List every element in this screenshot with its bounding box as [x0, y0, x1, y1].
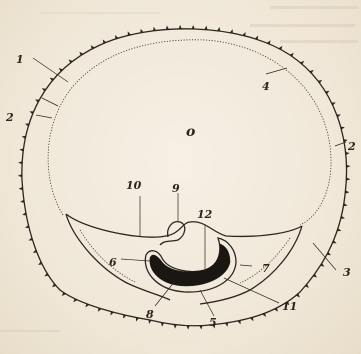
label-2-left: 2	[5, 111, 14, 124]
cilium	[18, 174, 22, 177]
cilium	[69, 59, 73, 63]
label-2-right: 2	[347, 140, 356, 153]
cilium	[50, 78, 54, 82]
cilium	[186, 326, 189, 330]
cilium	[52, 283, 56, 287]
cilium	[318, 80, 322, 84]
cilium	[199, 325, 202, 329]
label-12: 12	[197, 208, 213, 221]
label-center: o	[186, 124, 195, 140]
cilium	[20, 200, 24, 203]
cilium	[204, 26, 207, 30]
left-fold-inner	[80, 230, 135, 282]
label-6: 6	[109, 256, 117, 269]
cilium	[18, 161, 22, 164]
label-4: 4	[262, 80, 270, 93]
cilium	[59, 68, 63, 72]
cilium	[161, 322, 164, 326]
cilium	[300, 61, 304, 65]
cilium	[191, 25, 194, 29]
cilium	[19, 187, 23, 190]
cilium	[310, 70, 314, 74]
label-10: 10	[126, 179, 142, 192]
cilium	[22, 136, 26, 139]
cilium	[345, 190, 349, 193]
cilium	[174, 325, 177, 329]
cilium	[62, 292, 66, 296]
cilium	[346, 165, 350, 168]
cilium	[79, 52, 83, 56]
right-fold-inner	[240, 238, 290, 283]
cilium	[179, 25, 182, 29]
label-3: 3	[343, 266, 351, 279]
label-1: 1	[16, 53, 24, 66]
label-9: 9	[172, 182, 180, 195]
label-11: 11	[282, 300, 297, 313]
cilium	[44, 273, 48, 277]
cilium	[153, 27, 156, 31]
cilium	[296, 293, 300, 297]
cilium	[305, 284, 309, 288]
cilium	[290, 53, 294, 57]
cilium	[346, 178, 350, 181]
cilium	[166, 25, 169, 29]
cilium	[217, 27, 220, 31]
cilium	[19, 148, 23, 151]
label-5: 5	[209, 316, 217, 329]
label-7: 7	[262, 262, 270, 275]
label-8: 8	[146, 308, 154, 321]
embryo-band	[150, 244, 230, 286]
amnion-loop	[160, 222, 185, 245]
cilium	[343, 203, 347, 206]
